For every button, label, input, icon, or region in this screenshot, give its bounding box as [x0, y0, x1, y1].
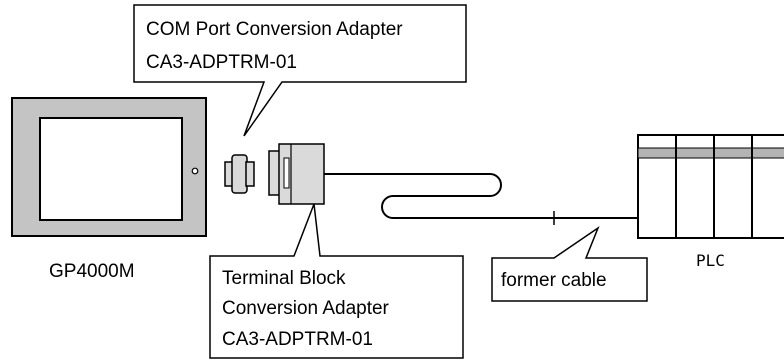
com-adapter-callout-line1: COM Port Conversion Adapter [146, 19, 403, 40]
display-label: GP4000M [49, 261, 135, 282]
cable-callout-label: former cable [501, 270, 607, 291]
cable-icon [341, 173, 638, 219]
cable-callout-box [491, 225, 648, 302]
com-port-adapter-icon [224, 154, 255, 194]
terminal-adapter-callout-line2: Conversion Adapter [222, 298, 389, 319]
terminal-block-adapter-icon [268, 143, 341, 205]
terminal-adapter-callout-line3: CA3-ADPTRM-01 [222, 329, 373, 350]
com-adapter-callout-line2: CA3-ADPTRM-01 [146, 52, 297, 73]
plc-icon [637, 134, 784, 239]
terminal-adapter-callout-line1: Terminal Block [222, 268, 346, 289]
com-adapter-callout-box [133, 4, 467, 137]
terminal-adapter-callout-box [209, 203, 464, 359]
plc-label: PLC [696, 251, 725, 270]
display-unit-icon [11, 97, 207, 237]
